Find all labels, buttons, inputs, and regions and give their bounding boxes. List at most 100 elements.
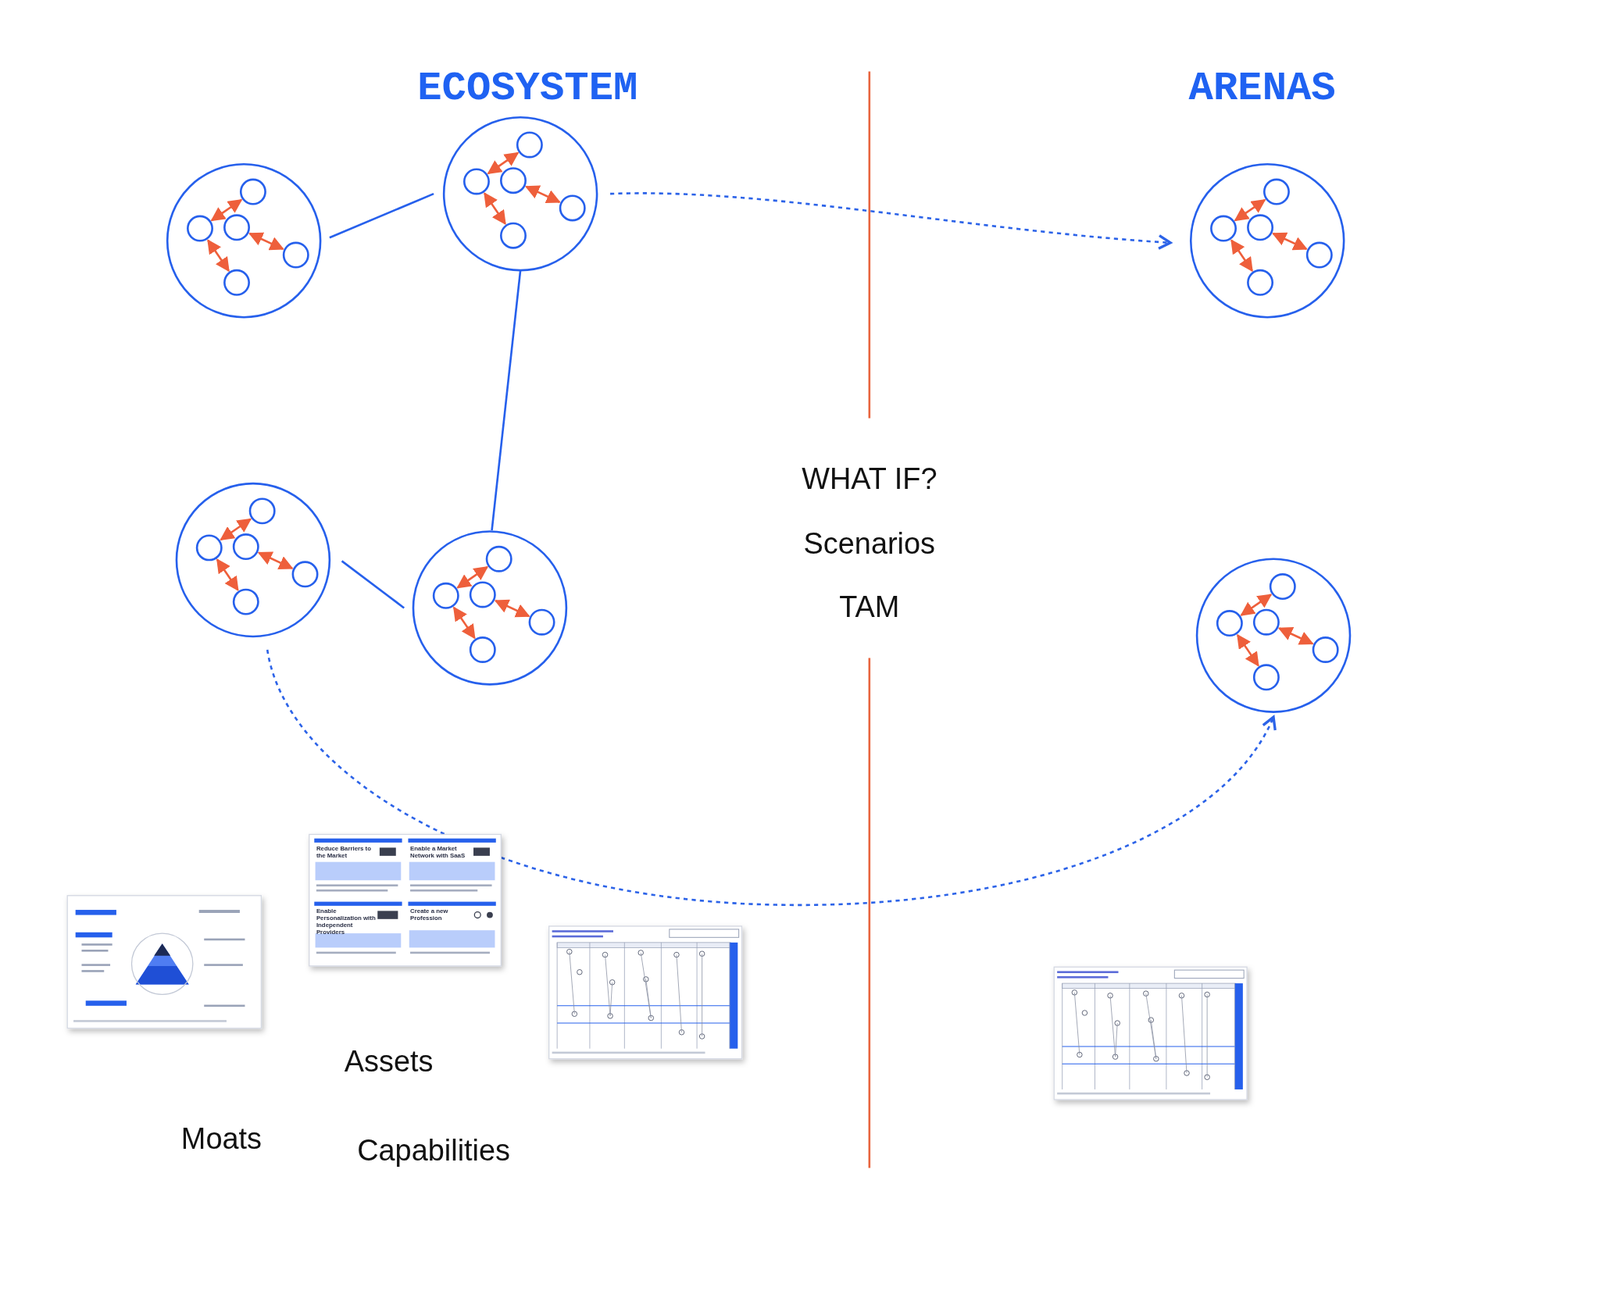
thumb-header bbox=[557, 942, 731, 949]
actor-circle bbox=[283, 242, 308, 268]
scenario-note: WHAT IF? bbox=[801, 462, 937, 497]
actor-circle bbox=[560, 196, 585, 221]
card-icon bbox=[473, 847, 490, 856]
actor-circle bbox=[233, 589, 258, 615]
thumb-line bbox=[81, 943, 112, 947]
card-icon bbox=[486, 912, 493, 919]
thumb-ring bbox=[131, 933, 193, 995]
thumb-grid bbox=[1062, 1064, 1236, 1065]
divider-line bbox=[868, 71, 872, 418]
relation-arrow bbox=[258, 553, 293, 569]
thumb-link bbox=[569, 952, 575, 1015]
thumb-line bbox=[316, 889, 388, 893]
actor-circle bbox=[529, 610, 554, 635]
cluster-circle bbox=[1196, 559, 1350, 713]
actor-circle bbox=[470, 637, 495, 662]
relation-arrow bbox=[207, 240, 229, 272]
card-strip bbox=[314, 839, 402, 843]
thumb-link bbox=[676, 955, 683, 1033]
thumb-line bbox=[316, 952, 397, 955]
cluster-circle bbox=[413, 531, 567, 685]
card-body bbox=[409, 930, 496, 948]
actor-circle bbox=[500, 168, 525, 193]
actor-circle bbox=[240, 179, 265, 204]
relation-arrow bbox=[453, 607, 475, 639]
thumb-link bbox=[1207, 994, 1208, 1078]
card-icon bbox=[474, 912, 481, 919]
actor-circle bbox=[1247, 215, 1272, 240]
card-body bbox=[315, 862, 402, 882]
thumb-line bbox=[552, 930, 614, 933]
card-heading: Enable a Market Network with SaaS bbox=[410, 846, 470, 861]
section-heading: ECOSYSTEM bbox=[417, 65, 638, 112]
thumb-link bbox=[605, 955, 611, 1017]
thumb-line bbox=[410, 952, 490, 955]
thumb-link bbox=[640, 953, 651, 1019]
thumb-line bbox=[552, 935, 604, 939]
thumb-line bbox=[199, 910, 240, 914]
relation-arrow bbox=[495, 600, 529, 617]
thumbnail-page bbox=[1053, 967, 1247, 1100]
card-body bbox=[315, 933, 402, 948]
actor-circle bbox=[1253, 610, 1279, 635]
thumbnail-page bbox=[67, 896, 261, 1029]
thumb-grid bbox=[1165, 983, 1167, 1090]
dotted-arrow bbox=[610, 192, 1171, 243]
actor-circle bbox=[1247, 270, 1272, 295]
divider-line bbox=[868, 657, 872, 1168]
thumb-grid bbox=[1094, 983, 1096, 1090]
thumb-link bbox=[646, 979, 652, 1019]
actor-circle bbox=[470, 582, 495, 608]
network-group bbox=[167, 117, 1350, 712]
thumb-bar bbox=[729, 942, 738, 1050]
thumb-grid bbox=[557, 1023, 730, 1025]
thumb-line bbox=[1057, 971, 1118, 974]
thumb-line bbox=[203, 1005, 245, 1008]
thumbnail-page bbox=[549, 926, 743, 1060]
thumb-grid bbox=[728, 942, 730, 1050]
actor-circle bbox=[1313, 637, 1338, 662]
thumb-link bbox=[1181, 996, 1187, 1074]
actor-circle bbox=[1253, 665, 1279, 690]
thumb-line bbox=[73, 1020, 227, 1023]
actor-circle bbox=[1270, 574, 1295, 599]
cluster-circle bbox=[443, 117, 597, 271]
card-heading: Reduce Barriers to the Market bbox=[316, 846, 376, 861]
cluster-circle bbox=[176, 483, 330, 637]
thumb-header bbox=[1062, 983, 1236, 990]
thumb-grid bbox=[660, 942, 662, 1050]
thumb-bar bbox=[85, 1000, 127, 1007]
relation-arrow bbox=[1231, 240, 1252, 272]
thumb-line bbox=[203, 939, 245, 942]
actor-circle bbox=[292, 562, 318, 587]
thumb-grid bbox=[1062, 1046, 1236, 1048]
thumb-grid bbox=[1128, 983, 1130, 1090]
thumb-line bbox=[552, 1052, 706, 1055]
actor-circle bbox=[433, 583, 458, 608]
relation-arrow bbox=[484, 193, 505, 225]
thumb-line bbox=[81, 950, 108, 953]
thumb-box bbox=[1174, 970, 1244, 979]
thumb-dot bbox=[577, 969, 583, 975]
thumb-link bbox=[1115, 1023, 1118, 1058]
actor-circle bbox=[1307, 242, 1332, 268]
cluster-circle bbox=[167, 164, 321, 318]
thumb-pyramid-top bbox=[153, 943, 171, 957]
thumb-line bbox=[203, 964, 243, 967]
actor-circle bbox=[464, 169, 489, 194]
link-line bbox=[329, 193, 434, 238]
thumb-grid bbox=[696, 942, 698, 1050]
actor-circle bbox=[1210, 216, 1236, 241]
capability-label: Capabilities bbox=[357, 1134, 511, 1168]
relation-arrow bbox=[250, 233, 284, 250]
actor-circle bbox=[517, 132, 542, 158]
thumb-grid bbox=[1234, 983, 1236, 1090]
card-heading: Create a new Profession bbox=[410, 907, 470, 922]
thumb-link bbox=[1110, 996, 1116, 1058]
thumb-dot bbox=[1082, 1010, 1088, 1017]
relation-arrow bbox=[1273, 233, 1308, 250]
thumb-link bbox=[1074, 992, 1080, 1056]
thumb-grid bbox=[1201, 983, 1203, 1090]
